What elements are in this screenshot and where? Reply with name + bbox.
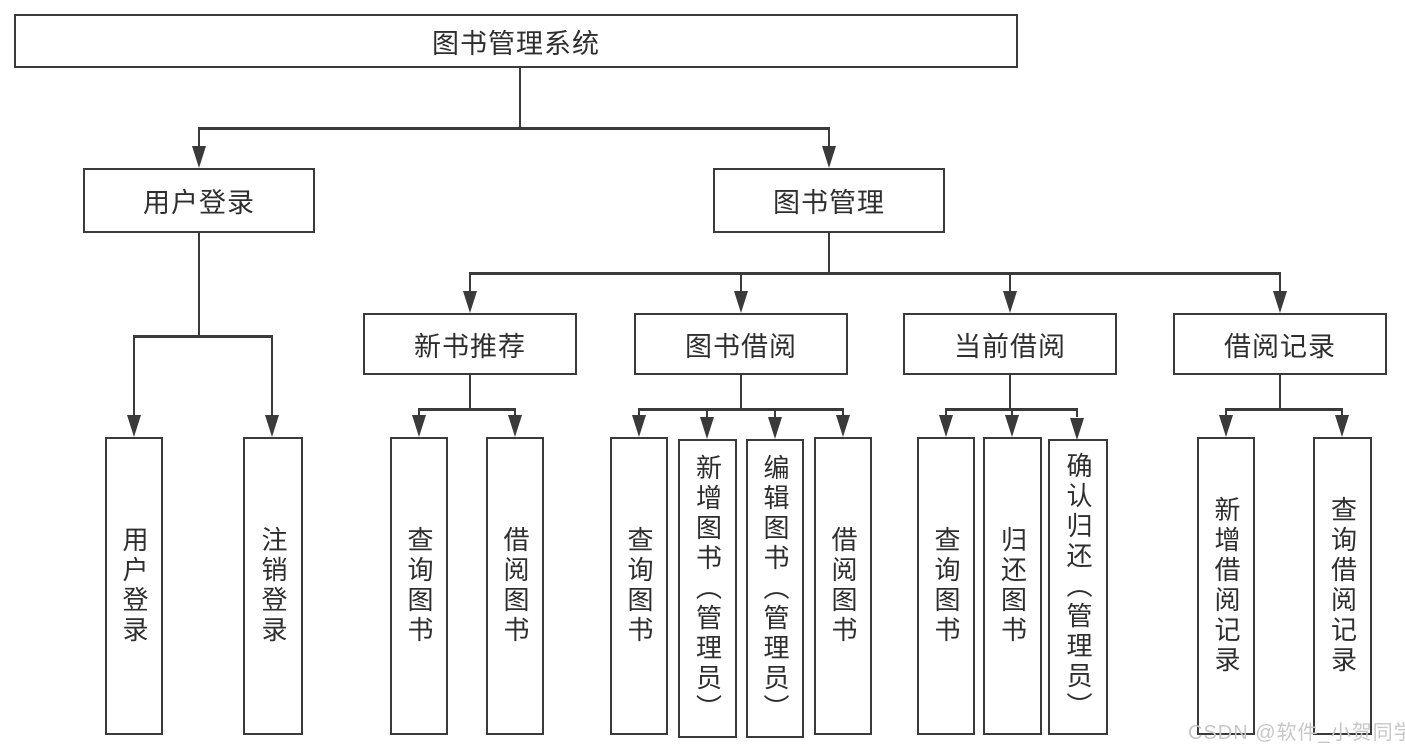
connector-bookmgmt-bar bbox=[468, 272, 1282, 275]
node-confirm-return-admin: 确认归还（管理员） bbox=[1048, 439, 1108, 735]
arrowhead-icon bbox=[411, 415, 426, 437]
node-label: 借阅记录 bbox=[1224, 331, 1336, 362]
arrowhead-icon bbox=[821, 146, 836, 168]
node-label: 查询图书 bbox=[931, 526, 961, 646]
node-label: 编辑图书（管理员） bbox=[760, 453, 790, 724]
node-book-management: 图书管理 bbox=[713, 168, 945, 233]
connector-drop bbox=[841, 408, 845, 417]
arrowhead-icon bbox=[767, 417, 782, 439]
connector-root-stem bbox=[518, 68, 522, 127]
connector-drop bbox=[1224, 408, 1228, 417]
node-edit-book-admin: 编辑图书（管理员） bbox=[746, 439, 804, 738]
node-library-system: 图书管理系统 bbox=[14, 14, 1018, 68]
connector-borrowing-bar bbox=[637, 408, 845, 411]
connector-drop bbox=[827, 127, 831, 148]
arrowhead-icon bbox=[699, 417, 714, 439]
connector-drop bbox=[944, 408, 948, 417]
arrowhead-icon bbox=[938, 415, 953, 437]
node-query-borrow-record: 查询借阅记录 bbox=[1313, 437, 1372, 735]
connector-userlogin-stem bbox=[197, 233, 201, 335]
node-return-books: 归还图书 bbox=[983, 437, 1042, 735]
connector-bookmgmt-stem bbox=[827, 233, 831, 272]
connector-drop bbox=[1010, 408, 1014, 417]
arrowhead-icon bbox=[631, 415, 646, 437]
node-borrowing-records: 借阅记录 bbox=[1173, 313, 1387, 375]
node-label: 归还图书 bbox=[997, 526, 1028, 646]
arrowhead-icon bbox=[733, 291, 748, 313]
node-label: 查询借阅记录 bbox=[1327, 496, 1358, 676]
node-logout: 注销登录 bbox=[243, 437, 303, 735]
node-label: 当前借阅 bbox=[954, 331, 1066, 362]
connector-records-bar bbox=[1224, 408, 1344, 411]
arrowhead-icon bbox=[835, 415, 850, 437]
node-borrow-books-borrowing: 借阅图书 bbox=[814, 437, 872, 735]
node-label: 新书推荐 bbox=[414, 331, 526, 362]
connector-drop bbox=[1075, 408, 1079, 417]
node-add-book-admin: 新增图书（管理员） bbox=[678, 439, 737, 738]
node-label: 确认归还（管理员） bbox=[1063, 452, 1093, 722]
node-label: 借阅图书 bbox=[500, 526, 530, 646]
connector-root-bar bbox=[197, 127, 831, 130]
connector-drop bbox=[1278, 272, 1282, 293]
node-book-borrowing: 图书借阅 bbox=[634, 313, 848, 375]
connector-drop bbox=[468, 272, 472, 293]
connector-drop bbox=[739, 272, 743, 293]
node-label: 图书管理 bbox=[773, 188, 885, 218]
connector-userlogin-bar bbox=[132, 335, 274, 338]
arrowhead-icon bbox=[1002, 291, 1017, 313]
node-current-borrowing: 当前借阅 bbox=[903, 313, 1117, 375]
node-query-books-recommend: 查询图书 bbox=[390, 437, 448, 735]
connector-borrowing-stem bbox=[739, 375, 743, 408]
connector-drop bbox=[1008, 272, 1012, 293]
node-label: 图书管理系统 bbox=[432, 28, 600, 59]
node-borrow-books-recommend: 借阅图书 bbox=[486, 437, 544, 735]
arrowhead-icon bbox=[1069, 418, 1084, 440]
watermark: CSDN @软件_小贺同学 bbox=[1188, 722, 1405, 744]
connector-drop bbox=[773, 408, 777, 417]
connector-drop bbox=[705, 408, 709, 417]
node-label: 查询图书 bbox=[404, 526, 434, 646]
node-label: 查询图书 bbox=[624, 526, 654, 646]
arrowhead-icon bbox=[126, 415, 141, 437]
node-new-book-recommendation: 新书推荐 bbox=[363, 313, 577, 375]
arrowhead-icon bbox=[191, 146, 206, 168]
node-add-borrow-record: 新增借阅记录 bbox=[1197, 437, 1255, 735]
arrowhead-icon bbox=[1218, 415, 1233, 437]
node-label: 借阅图书 bbox=[828, 526, 858, 646]
node-label: 新增借阅记录 bbox=[1211, 496, 1241, 676]
connector-drop bbox=[132, 335, 136, 417]
arrowhead-icon bbox=[1004, 415, 1019, 437]
node-label: 图书借阅 bbox=[685, 331, 797, 362]
connector-drop bbox=[417, 408, 421, 417]
node-label: 用户登录 bbox=[143, 188, 255, 218]
node-label: 注销登录 bbox=[258, 526, 288, 646]
node-label: 新增图书（管理员） bbox=[692, 453, 723, 724]
node-user-login-leaf: 用户登录 bbox=[105, 437, 163, 735]
node-label: 用户登录 bbox=[119, 526, 149, 646]
connector-drop bbox=[1340, 408, 1344, 417]
arrowhead-icon bbox=[507, 415, 522, 437]
node-user-login: 用户登录 bbox=[83, 168, 315, 233]
connector-drop bbox=[270, 335, 274, 417]
connector-newbook-bar bbox=[417, 408, 517, 411]
arrowhead-icon bbox=[264, 415, 279, 437]
connector-drop bbox=[197, 127, 201, 148]
connector-newbook-stem bbox=[468, 375, 472, 408]
node-query-books-current: 查询图书 bbox=[917, 437, 975, 735]
arrowhead-icon bbox=[1272, 291, 1287, 313]
connector-current-stem bbox=[1008, 375, 1012, 408]
connector-drop bbox=[637, 408, 641, 417]
connector-drop bbox=[513, 408, 517, 417]
connector-records-stem bbox=[1278, 375, 1282, 408]
node-query-books-borrowing: 查询图书 bbox=[610, 437, 668, 735]
arrowhead-icon bbox=[1334, 415, 1349, 437]
arrowhead-icon bbox=[462, 291, 477, 313]
